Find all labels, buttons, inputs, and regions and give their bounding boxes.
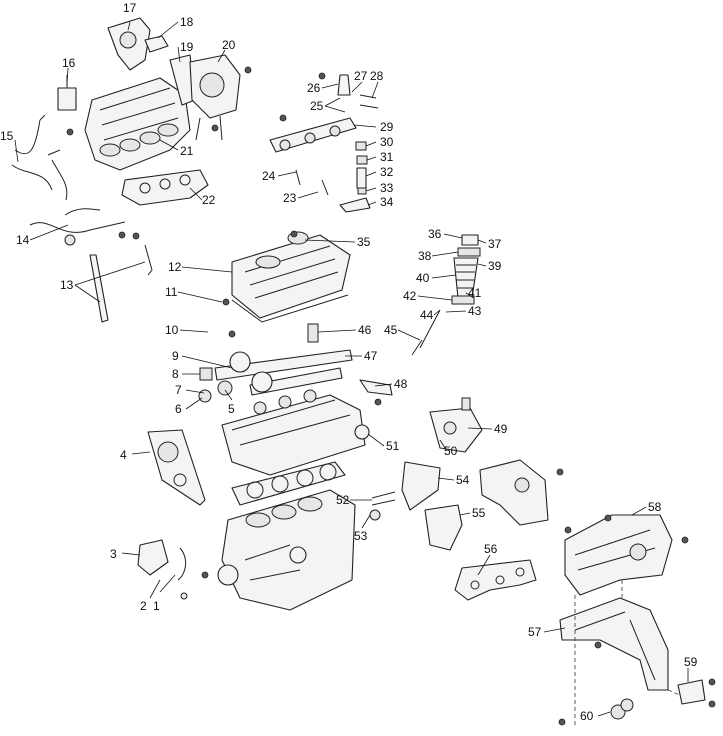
exhaust-pipe: [559, 597, 706, 720]
callout-50: 50: [444, 444, 458, 458]
exhaust-gasket: [454, 559, 537, 601]
heat-shield: [564, 514, 673, 596]
fuel-rail: [269, 74, 379, 213]
callout-5: 5: [228, 402, 235, 416]
bracket-55: [424, 504, 463, 551]
callout-60: 60: [580, 709, 594, 723]
callout-39: 39: [488, 259, 502, 273]
callout-20: 20: [222, 38, 236, 52]
callout-10: 10: [165, 323, 179, 337]
callout-14: 14: [16, 233, 30, 247]
callout-9: 9: [172, 349, 179, 363]
callout-27: 27: [354, 69, 368, 83]
callout-51: 51: [386, 439, 400, 453]
callout-49: 49: [494, 422, 508, 436]
callout-55: 55: [472, 506, 486, 520]
cylinder-head: [221, 379, 393, 476]
callout-41: 41: [468, 286, 482, 300]
dipstick-13: [89, 244, 153, 323]
callout-16: 16: [62, 56, 76, 70]
callout-34: 34: [380, 195, 394, 209]
callout-43: 43: [468, 304, 482, 318]
callout-23: 23: [283, 191, 297, 205]
callout-52: 52: [336, 493, 350, 507]
bracket-54: [369, 461, 441, 521]
callout-1: 1: [153, 599, 160, 613]
callout-48: 48: [394, 377, 408, 391]
camshafts: [198, 349, 353, 403]
throttle-body: [189, 54, 241, 141]
callout-32: 32: [380, 165, 394, 179]
callout-56: 56: [484, 542, 498, 556]
callout-37: 37: [488, 237, 502, 251]
sensor-1-3: [137, 539, 188, 600]
callout-57: 57: [528, 625, 542, 639]
callout-47: 47: [364, 349, 378, 363]
hoses-15: [11, 114, 68, 201]
callout-8: 8: [172, 367, 179, 381]
cylinder-head-cover: [231, 231, 351, 323]
callout-25: 25: [310, 99, 324, 113]
callout-42: 42: [403, 289, 417, 303]
intake-manifold: [84, 17, 196, 171]
callout-40: 40: [416, 271, 430, 285]
callout-36: 36: [428, 227, 442, 241]
callout-4: 4: [120, 448, 127, 462]
callout-6: 6: [175, 402, 182, 416]
exhaust-manifold: [479, 459, 549, 526]
dashed-guides: [574, 580, 681, 728]
callout-53: 53: [354, 529, 368, 543]
pipe-14: [29, 208, 126, 246]
callout-58: 58: [648, 500, 662, 514]
callout-7: 7: [175, 383, 182, 397]
callout-24: 24: [262, 169, 276, 183]
callout-11: 11: [165, 285, 178, 299]
head-gasket: [231, 461, 346, 506]
callout-12: 12: [168, 260, 182, 274]
callout-33: 33: [380, 181, 394, 195]
bolts: [66, 66, 716, 726]
leader-lines: [14, 21, 689, 717]
callout-21: 21: [180, 144, 194, 158]
timing-cover: [147, 429, 206, 506]
callout-30: 30: [380, 135, 394, 149]
callout-15: 15: [0, 129, 14, 143]
callout-31: 31: [380, 150, 394, 164]
callout-18: 18: [180, 15, 194, 29]
valve-assembly: [307, 234, 481, 356]
callout-3: 3: [110, 547, 117, 561]
callout-2: 2: [140, 599, 147, 613]
callout-45: 45: [384, 323, 398, 337]
callout-29: 29: [380, 120, 394, 134]
callout-22: 22: [202, 193, 216, 207]
callout-38: 38: [418, 249, 432, 263]
water-outlet: [354, 397, 483, 453]
callout-59: 59: [684, 655, 698, 669]
engine-block: [217, 489, 356, 611]
callout-44: 44: [420, 308, 434, 322]
manifold-gasket: [121, 169, 209, 206]
callout-17: 17: [123, 1, 137, 15]
callout-labels: 1 2 3 4 5 6 7 8 9 10 11 12 13 14 15 16 1…: [0, 1, 698, 723]
callout-46: 46: [358, 323, 372, 337]
callout-13: 13: [60, 278, 74, 292]
callout-28: 28: [370, 69, 384, 83]
callout-19: 19: [180, 40, 194, 54]
callout-26: 26: [307, 81, 321, 95]
callout-54: 54: [456, 473, 470, 487]
callout-35: 35: [357, 235, 371, 249]
